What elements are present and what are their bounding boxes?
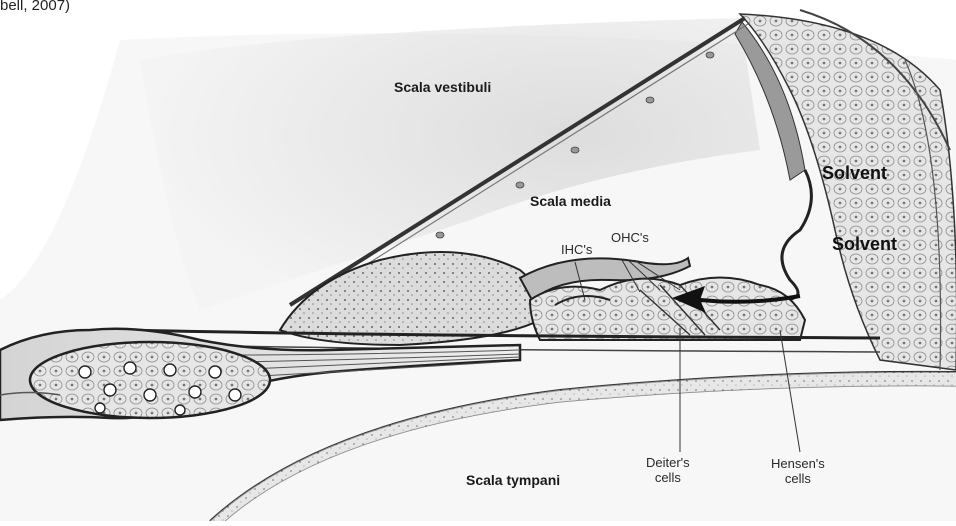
label-deiters-line2: cells bbox=[646, 471, 690, 486]
organ-of-corti bbox=[530, 278, 805, 341]
label-hensens-cells: Hensen's cells bbox=[771, 457, 825, 487]
label-solvent-lower: Solvent bbox=[832, 234, 897, 255]
label-deiters-cells: Deiter's cells bbox=[646, 456, 690, 486]
label-solvent-upper: Solvent bbox=[822, 163, 887, 184]
label-hensens-line2: cells bbox=[771, 472, 825, 487]
label-scala-tympani: Scala tympani bbox=[466, 472, 560, 488]
label-ohc: OHC's bbox=[611, 231, 649, 246]
label-ihc: IHC's bbox=[561, 243, 592, 258]
label-scala-vestibuli: Scala vestibuli bbox=[394, 79, 491, 95]
label-scala-media: Scala media bbox=[530, 193, 611, 209]
figure-caption-fragment: bell, 2007) bbox=[0, 0, 70, 14]
label-hensens-line1: Hensen's bbox=[771, 457, 825, 472]
spiral-ganglion bbox=[30, 342, 270, 418]
label-deiters-line1: Deiter's bbox=[646, 456, 690, 471]
